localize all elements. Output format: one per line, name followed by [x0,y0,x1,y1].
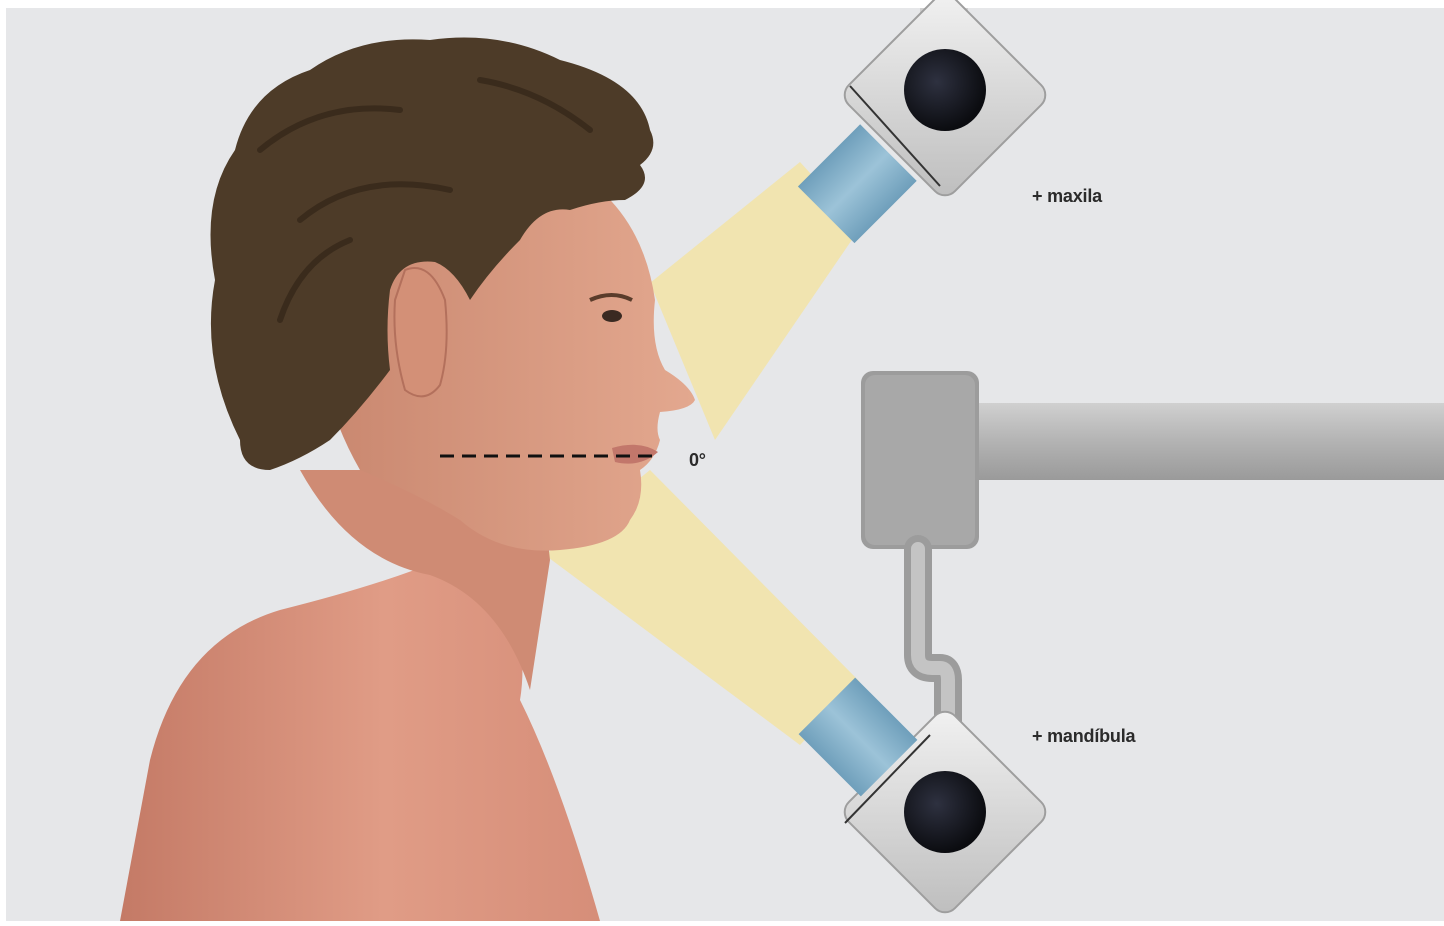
angle-label: 0° [689,450,706,471]
horizontal-arm [975,403,1444,480]
person-ear [394,268,446,396]
maxila-label: + maxila [1032,186,1102,207]
person-eye [602,310,622,322]
lower-tube-lens [904,771,986,853]
upper-tube-lens [904,49,986,131]
mandibula-label: + mandíbula [1032,726,1135,747]
